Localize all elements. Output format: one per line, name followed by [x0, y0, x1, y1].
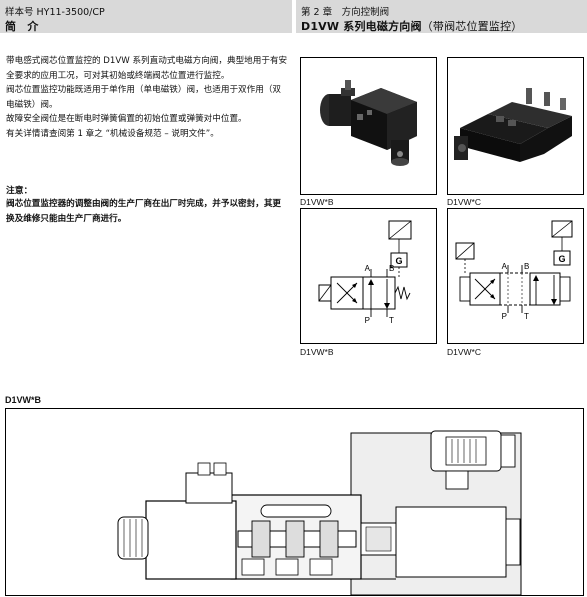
symbol-c-g: G	[558, 254, 565, 264]
header-right: 第 2 章 方向控制阀 D1VW 系列电磁方向阀（带阀芯位置监控）	[296, 0, 587, 33]
intro-text: 带电感式阀芯位置监控的 D1VW 系列直动式电磁方向阀，典型地用于有安全要求的应…	[6, 54, 289, 141]
symbol-c-port-b: B	[524, 262, 529, 271]
caption-symbol-b: D1VW*B	[300, 347, 334, 357]
section-title: 简 介	[5, 20, 39, 33]
symbol-c-port-t: T	[524, 312, 529, 321]
product-title: D1VW 系列电磁方向阀（带阀芯位置监控）	[301, 18, 522, 34]
header-left: 样本号 HY11-3500/CP 简 介	[0, 0, 292, 33]
valve-cross-section	[117, 430, 522, 595]
note-text: 阀芯位置监控器的调整由阀的生产厂商在出厂时完成，并予以密封，其更换及维修只能由生…	[6, 199, 282, 224]
symbol-c-port-p: P	[502, 312, 507, 321]
intro-paragraph-1: 带电感式阀芯位置监控的 D1VW 系列直动式电磁方向阀，典型地用于有安全要求的应…	[6, 56, 288, 81]
intro-paragraph-2: 阀芯位置监控功能既适用于单作用（单电磁铁）阀，也适用于双作用（双电磁铁）阀。	[6, 85, 282, 110]
symbol-b-port-t: T	[389, 316, 394, 325]
drawing-section-title: D1VW*B	[5, 395, 42, 405]
caption-symbol-c: D1VW*C	[447, 347, 482, 357]
product-title-sub: （带阀芯位置监控）	[421, 20, 523, 33]
caption-photo-c: D1VW*C	[447, 197, 482, 207]
caption-photo-b: D1VW*B	[300, 197, 334, 207]
valve-c-photo-illustration	[448, 58, 583, 194]
catalog-number: 样本号 HY11-3500/CP	[5, 7, 105, 18]
intro-paragraph-4: 有关详情请查阅第 1 章之 “机械设备规范 – 说明文件”。	[6, 128, 219, 139]
intro-paragraph-3: 故障安全阀位是在断电时弹簧偏置的初始位置或弹簧对中位置。	[6, 114, 247, 124]
hydraulic-symbol-c: G A B P T	[455, 220, 573, 321]
symbol-b-g: G	[395, 256, 402, 266]
symbol-b-port-p: P	[365, 316, 370, 325]
symbol-c-port-a: A	[502, 262, 508, 271]
photo-d1vw-c	[447, 57, 584, 195]
symbol-d1vw-c: G A B P T	[447, 208, 584, 344]
symbol-d1vw-b: G A B P T	[300, 208, 437, 344]
note-title: 注意：	[6, 186, 33, 196]
valve-b-photo-illustration	[301, 58, 436, 194]
symbol-b-port-b: B	[389, 264, 394, 273]
chapter-title: 第 2 章 方向控制阀	[301, 7, 390, 18]
photo-d1vw-b	[300, 57, 437, 195]
symbol-b-port-a: A	[365, 264, 371, 273]
product-title-main: D1VW 系列电磁方向阀	[301, 20, 422, 33]
hydraulic-symbol-b: G A B P T	[318, 220, 412, 325]
cross-section-drawing	[5, 408, 584, 596]
